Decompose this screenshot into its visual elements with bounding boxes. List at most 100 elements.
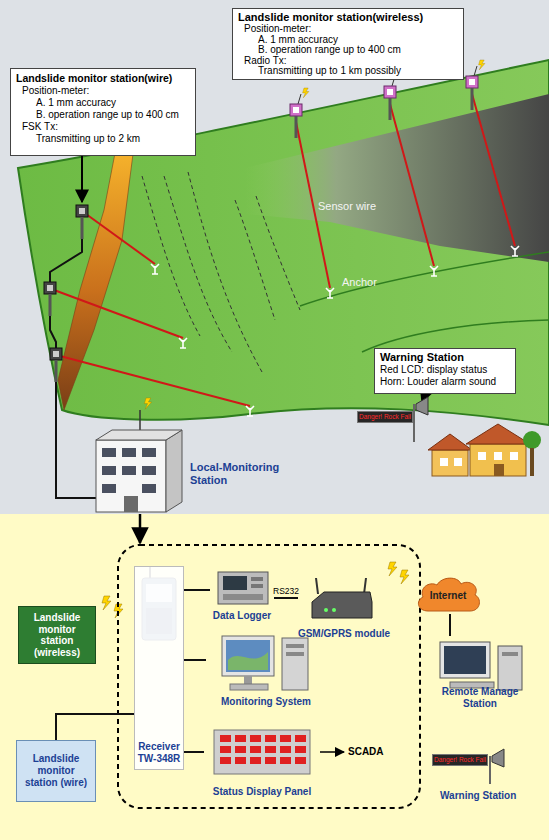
status-panel [220,746,231,753]
wire-station [81,217,84,239]
system-background [0,514,549,840]
houses [428,424,541,476]
monitoring-computer [222,636,308,690]
node-text: Receiver TW-348R [135,741,183,765]
status-panel [220,735,231,742]
status-panel [265,757,276,764]
callout-box: Landslide monitor station(wire)Position-… [10,68,196,156]
internet-cloud: Internet [414,574,482,614]
connector-line [184,751,204,753]
status-panel [220,757,231,764]
horn [416,397,428,415]
contour-line [300,252,549,352]
monitoring-computer [282,638,308,690]
radio-symbol [400,570,409,584]
status-panel [265,746,276,753]
wireless-station [389,98,392,120]
text-label: SCADA [348,746,384,758]
status-panel [265,735,276,742]
wire-station [44,282,56,316]
node-text: Transmitting up to 1 km possibly [238,66,458,77]
wireless-station [474,66,477,76]
gsm-modem [316,578,318,594]
wireless-station [298,94,301,104]
houses [466,424,530,444]
connector-line [274,597,298,599]
houses [494,452,502,460]
data-logger-device [223,576,247,590]
building [142,484,156,493]
sensor-wire [86,214,155,264]
node-text: Landslide monitor station(wireless) [238,11,458,24]
sky-background [0,0,549,514]
gsm-modem [324,608,328,612]
status-panel [295,746,306,753]
wire-station [50,348,62,360]
houses [478,452,486,460]
building [166,430,182,512]
wireless-station [471,88,474,110]
sensor-wire [54,290,183,338]
building [142,448,156,457]
monitoring-computer [244,676,252,684]
receiver-unit: Receiver TW-348R [134,566,184,770]
remote-station: Remote Manage Station [428,636,532,710]
building [102,484,116,493]
gsm-module: GSM/GPRS module [298,582,390,640]
building [124,496,138,512]
monitoring-computer [228,652,268,670]
node-text: Data Logger [213,610,271,622]
anchor-symbol [151,264,159,274]
status-panel [214,730,310,774]
status-panel [295,735,306,742]
wireless-station [384,76,396,120]
status-panel [235,757,246,764]
building [139,410,141,430]
edge-label: RS232 [273,586,299,596]
sensor-wire [472,94,515,246]
status-panel [280,757,291,764]
building [102,448,116,457]
building [96,430,182,440]
node-text: FSK Tx: [16,121,190,133]
sensor-wire [60,356,250,406]
node-text: Monitoring System [221,696,311,708]
node-text: Radio Tx: [238,56,458,67]
wireless-station [293,107,299,113]
system-enclosure [118,545,420,808]
data-logger: Data Logger [210,570,274,622]
building [142,466,156,475]
flow-arrow [139,514,142,543]
contour-line [300,252,549,306]
anchor-symbol [179,338,187,348]
wire-station [47,285,53,291]
status-panel [250,746,261,753]
node-text: Landslide monitor station (wire) [20,753,92,789]
data-logger-device [223,594,263,600]
remote-computer [440,642,490,678]
wire-station [44,205,88,382]
landslide-strip [58,146,134,410]
wireless-station [466,66,478,110]
status-panel [250,757,261,764]
houses [523,431,541,449]
signal-cable [50,239,96,498]
status-panel [214,730,310,774]
wireless-station [469,79,475,85]
houses [530,448,534,476]
node-text: B. operation range up to 400 cm [16,109,190,121]
building [122,466,136,475]
data-logger-device [251,584,263,588]
remote-computer [444,646,486,674]
anchor-symbol [151,246,519,416]
callout-box: Landslide monitor station(wireless)Posit… [232,8,464,80]
cloud-shape [418,578,479,611]
data-logger-device [218,572,268,604]
wire-station [55,360,58,382]
radio-symbol [144,398,151,409]
houses [470,444,526,476]
text-label: Anchor [342,276,377,289]
node-text: Horn: Louder alarm sound [380,376,510,388]
monitoring-computer [286,644,304,648]
